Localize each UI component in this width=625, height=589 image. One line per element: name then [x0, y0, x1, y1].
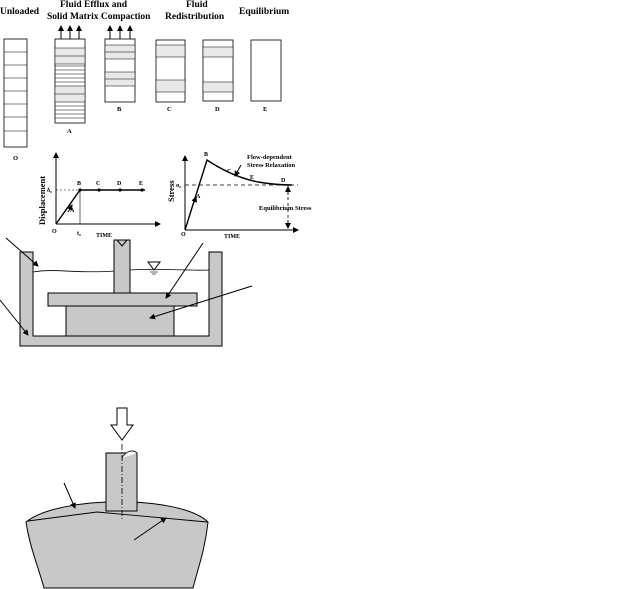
specimen-c [155, 39, 186, 103]
chamber-pointer-arrows [0, 237, 253, 336]
relax-xlabel: TIME [224, 234, 240, 240]
header-unloaded: Unloaded [0, 7, 40, 17]
creep-point-b: B [77, 181, 81, 187]
creep-point-a: A [70, 208, 75, 214]
stage-label-a: A [67, 128, 72, 135]
relax-point-e: E [250, 175, 254, 181]
relax-point-b: B [204, 152, 208, 158]
creep-ylabel: Displacement [37, 176, 47, 225]
stage-label-c: C [167, 106, 172, 113]
creep-xlabel: TIME [96, 233, 112, 239]
specimen-e [250, 39, 282, 102]
efflux-arrows-b [107, 25, 133, 39]
confined-chamber [19, 239, 223, 347]
relax-point-a: A [196, 194, 201, 200]
specimen-unloaded [3, 38, 28, 148]
specimen-d [202, 39, 234, 102]
indentation-setup [25, 407, 209, 589]
creep-point-o: O [52, 229, 57, 235]
creep-plot [53, 152, 161, 227]
creep-ytick: δ₀ [47, 188, 52, 194]
creep-point-e: E [139, 181, 143, 187]
header-fluid-redistribution-line1: Fluid [186, 0, 208, 10]
stage-label-o: O [13, 155, 18, 162]
creep-point-c: C [96, 181, 100, 187]
specimen-a [54, 38, 86, 124]
relax-annotation-line2: Stress Relaxation [247, 162, 295, 169]
relaxation-plot [182, 155, 299, 233]
relax-ylabel: Stress [166, 180, 176, 202]
relax-annotation-equilibrium: Equilibrium Stress [259, 205, 312, 212]
header-fluid-redistribution-line2: Redistribution [165, 12, 225, 22]
stage-label-d: D [215, 106, 220, 113]
header-fluid-efflux-line2: Solid Matrix Compaction [47, 12, 151, 22]
relax-annotation-line1: Flow-dependent [247, 154, 293, 161]
stage-label-b: B [117, 106, 122, 113]
creep-xtick: t₀ [77, 231, 81, 237]
header-equilibrium: Equilibrium [239, 7, 289, 17]
creep-point-d: D [117, 181, 122, 187]
relax-ytick: σ₀ [176, 183, 181, 189]
relax-point-d: D [281, 178, 286, 184]
header-fluid-efflux-line1: Fluid Efflux and [60, 0, 128, 10]
efflux-arrows-a [58, 25, 82, 39]
stage-label-e: E [263, 106, 267, 113]
relax-point-o: O [181, 232, 186, 238]
specimen-b [104, 38, 136, 103]
relax-point-c: C [227, 169, 231, 175]
